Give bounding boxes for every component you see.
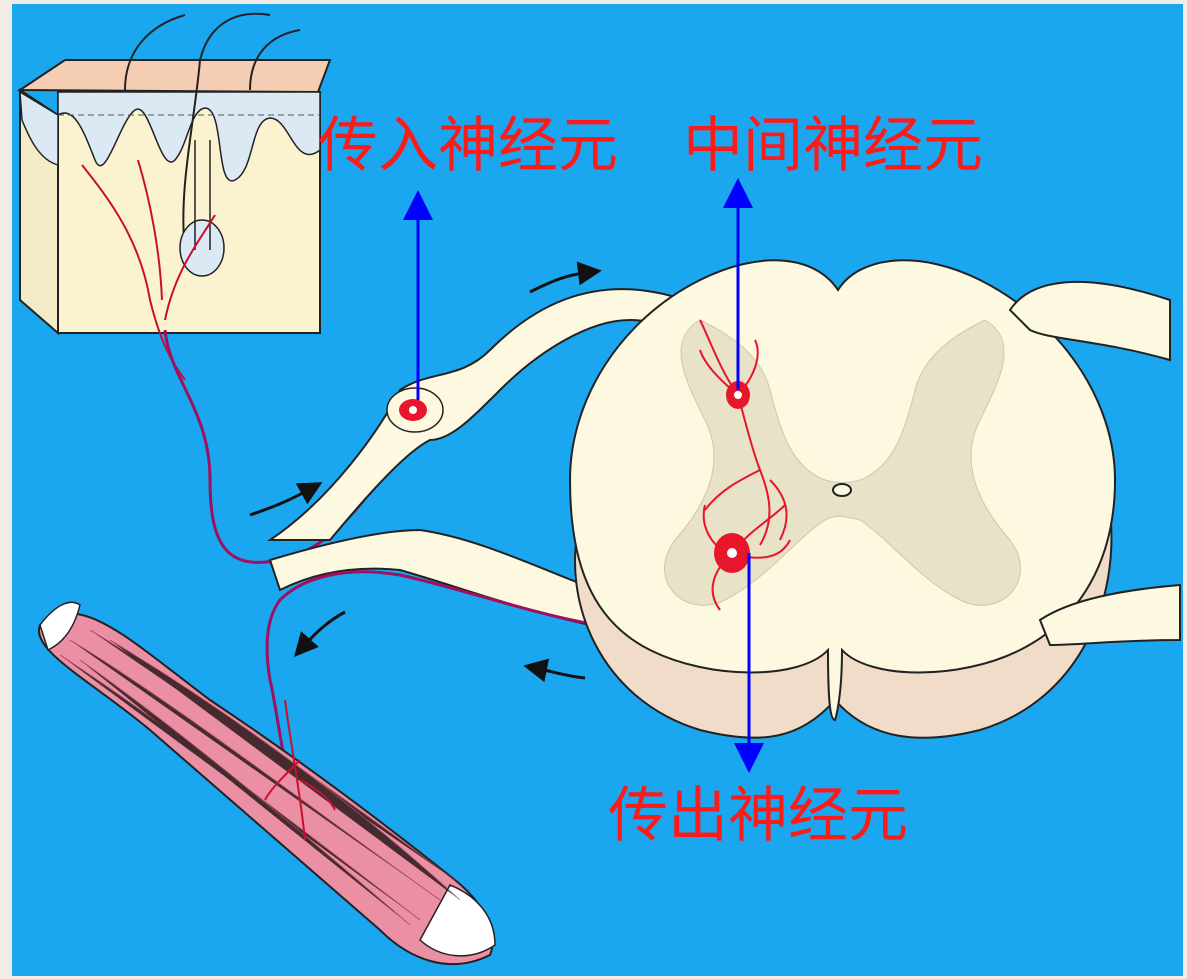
skin-block [20, 14, 330, 380]
interneuron-label: 中间神经元 [683, 116, 983, 176]
afferent-neuron-label: 传入神经元 [318, 116, 618, 176]
flow-arrow [302, 612, 345, 648]
efferent-neuron-label: 传出神经元 [608, 786, 908, 846]
flow-arrow [530, 272, 590, 292]
flow-arrow [535, 668, 585, 678]
flow-arrow [250, 488, 312, 515]
spinal-cord-section [570, 260, 1180, 737]
central-canal [833, 484, 851, 496]
